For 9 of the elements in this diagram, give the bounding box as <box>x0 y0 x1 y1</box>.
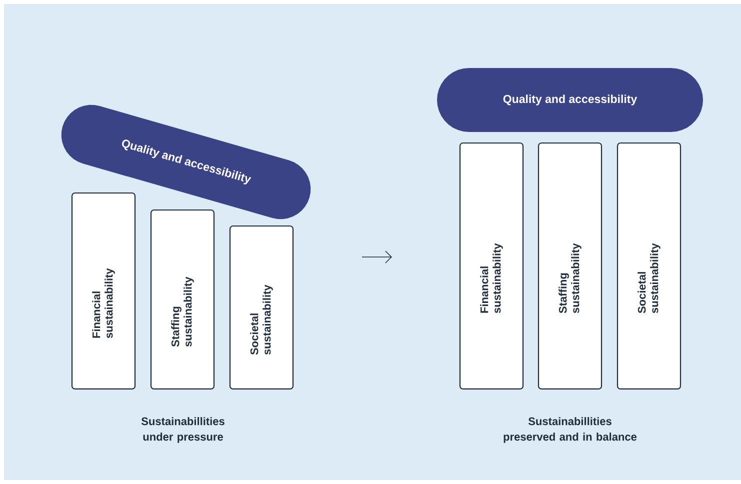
pillar-box: Staffing sustainability <box>538 142 602 390</box>
pillar-box: Financial sustainability <box>71 192 136 390</box>
caption: Sustainabillities under pressure <box>141 417 224 443</box>
pillar-box: Staffing sustainability <box>150 209 215 390</box>
pill-banner: Quality and accessibility <box>437 68 703 132</box>
pillar-box: Financial sustainability <box>459 142 524 390</box>
pillar-box: Societal sustainability <box>616 142 682 390</box>
caption: Sustainabillities preserved and in balance <box>504 417 637 443</box>
pillar-box: Societal sustainability <box>229 225 294 390</box>
